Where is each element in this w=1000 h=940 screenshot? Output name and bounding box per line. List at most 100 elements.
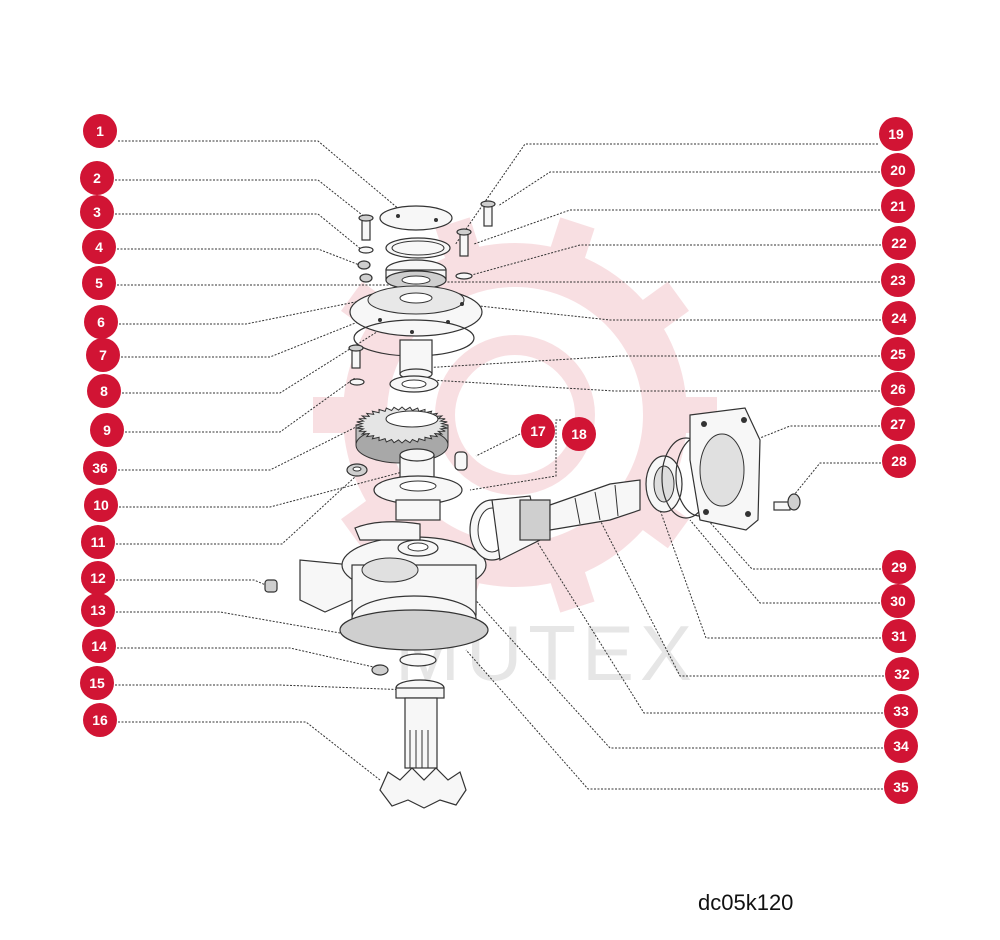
callout-circle xyxy=(90,413,124,447)
callout-circle xyxy=(882,226,916,260)
part-lower-seal xyxy=(399,653,437,667)
callout-4: 4 xyxy=(82,230,116,264)
callout-circle xyxy=(882,619,916,653)
part-bolt-right-upper xyxy=(480,200,496,227)
callout-11: 11 xyxy=(81,525,115,559)
callout-number: 4 xyxy=(95,239,103,255)
callout-circle xyxy=(882,550,916,584)
callout-number: 29 xyxy=(891,559,907,575)
leader-line xyxy=(125,377,356,433)
callout-number: 19 xyxy=(888,126,904,142)
callout-1: 1 xyxy=(83,114,117,148)
callout-circle xyxy=(82,629,116,663)
part-lower-bearing xyxy=(395,679,445,699)
callout-circle xyxy=(81,593,115,627)
callout-29: 29 xyxy=(882,550,916,584)
leader-lines xyxy=(115,140,884,790)
leader-line xyxy=(689,519,880,604)
callout-number: 33 xyxy=(893,703,909,719)
part-bevel-pinion xyxy=(469,495,551,561)
part-flange-plate xyxy=(349,285,483,337)
callout-number: 21 xyxy=(890,198,906,214)
leader-line xyxy=(429,379,880,392)
callout-markers: 1234567893610111213141516192021222324252… xyxy=(80,114,919,804)
callout-circle xyxy=(881,584,915,618)
leader-line xyxy=(118,419,371,471)
callout-35: 35 xyxy=(884,770,918,804)
callout-circle xyxy=(882,444,916,478)
callout-circle xyxy=(81,561,115,595)
part-lower-nut xyxy=(371,664,389,676)
callout-circle xyxy=(80,666,114,700)
callout-circle xyxy=(82,230,116,264)
callout-circle xyxy=(80,161,114,195)
callout-19: 19 xyxy=(879,117,913,151)
part-nut xyxy=(346,463,368,477)
watermark-gear-tooth xyxy=(546,217,595,271)
callout-16: 16 xyxy=(83,703,117,737)
callout-circle xyxy=(86,338,120,372)
part-gear-hub xyxy=(373,448,463,521)
leader-line xyxy=(117,248,363,267)
callout-3: 3 xyxy=(80,195,114,229)
leader-line xyxy=(467,244,881,277)
callout-2: 2 xyxy=(80,161,114,195)
leader-line xyxy=(429,549,883,749)
leader-line xyxy=(122,329,381,394)
callout-7: 7 xyxy=(86,338,120,372)
leader-line xyxy=(454,143,878,246)
part-output-shaft xyxy=(404,697,438,769)
part-bearing-cap xyxy=(385,259,447,290)
callout-number: 14 xyxy=(91,638,107,654)
callout-8: 8 xyxy=(87,374,121,408)
callout-circle xyxy=(885,657,919,691)
part-bolt-right-middle xyxy=(456,228,472,257)
watermark-gear-tooth xyxy=(313,397,357,433)
callout-27: 27 xyxy=(881,407,915,441)
callout-12: 12 xyxy=(81,561,115,595)
callout-circle xyxy=(82,266,116,300)
watermark-gear-tooth xyxy=(546,559,595,613)
leader-line xyxy=(599,519,884,677)
callout-number: 16 xyxy=(92,712,108,728)
leader-line xyxy=(469,304,881,321)
callout-10: 10 xyxy=(84,488,118,522)
reference-code: dc05k120 xyxy=(698,890,794,915)
callout-25: 25 xyxy=(881,337,915,371)
gear-bore xyxy=(385,410,439,428)
part-key xyxy=(454,451,468,471)
callout-circle xyxy=(879,117,913,151)
callout-number: 35 xyxy=(893,779,909,795)
callout-number: 17 xyxy=(530,423,546,439)
callout-number: 1 xyxy=(96,123,104,139)
callout-number: 6 xyxy=(97,314,105,330)
callout-21: 21 xyxy=(881,189,915,223)
callout-30: 30 xyxy=(881,584,915,618)
callout-circle xyxy=(87,374,121,408)
callout-circle xyxy=(84,305,118,339)
leader-line xyxy=(473,209,880,245)
part-gasket-ring xyxy=(385,237,451,259)
callout-32: 32 xyxy=(885,657,919,691)
leader-line xyxy=(421,355,880,369)
callout-6: 6 xyxy=(84,305,118,339)
callout-number: 30 xyxy=(890,593,906,609)
leader-line xyxy=(465,649,883,790)
callout-number: 13 xyxy=(90,602,106,618)
callout-number: 28 xyxy=(891,453,907,469)
part-bolt-left-lower xyxy=(348,344,365,386)
callout-number: 24 xyxy=(891,310,907,326)
callout-number: 15 xyxy=(89,675,105,691)
part-shaft-collar xyxy=(399,339,433,380)
callout-circle xyxy=(881,189,915,223)
leader-line xyxy=(759,425,880,439)
callout-number: 2 xyxy=(93,170,101,186)
callout-26: 26 xyxy=(881,372,915,406)
leader-line xyxy=(117,647,379,669)
leader-line xyxy=(659,509,881,639)
part-nut-left-upper xyxy=(357,260,373,283)
callout-number: 18 xyxy=(571,426,587,442)
leader-line xyxy=(116,611,381,641)
